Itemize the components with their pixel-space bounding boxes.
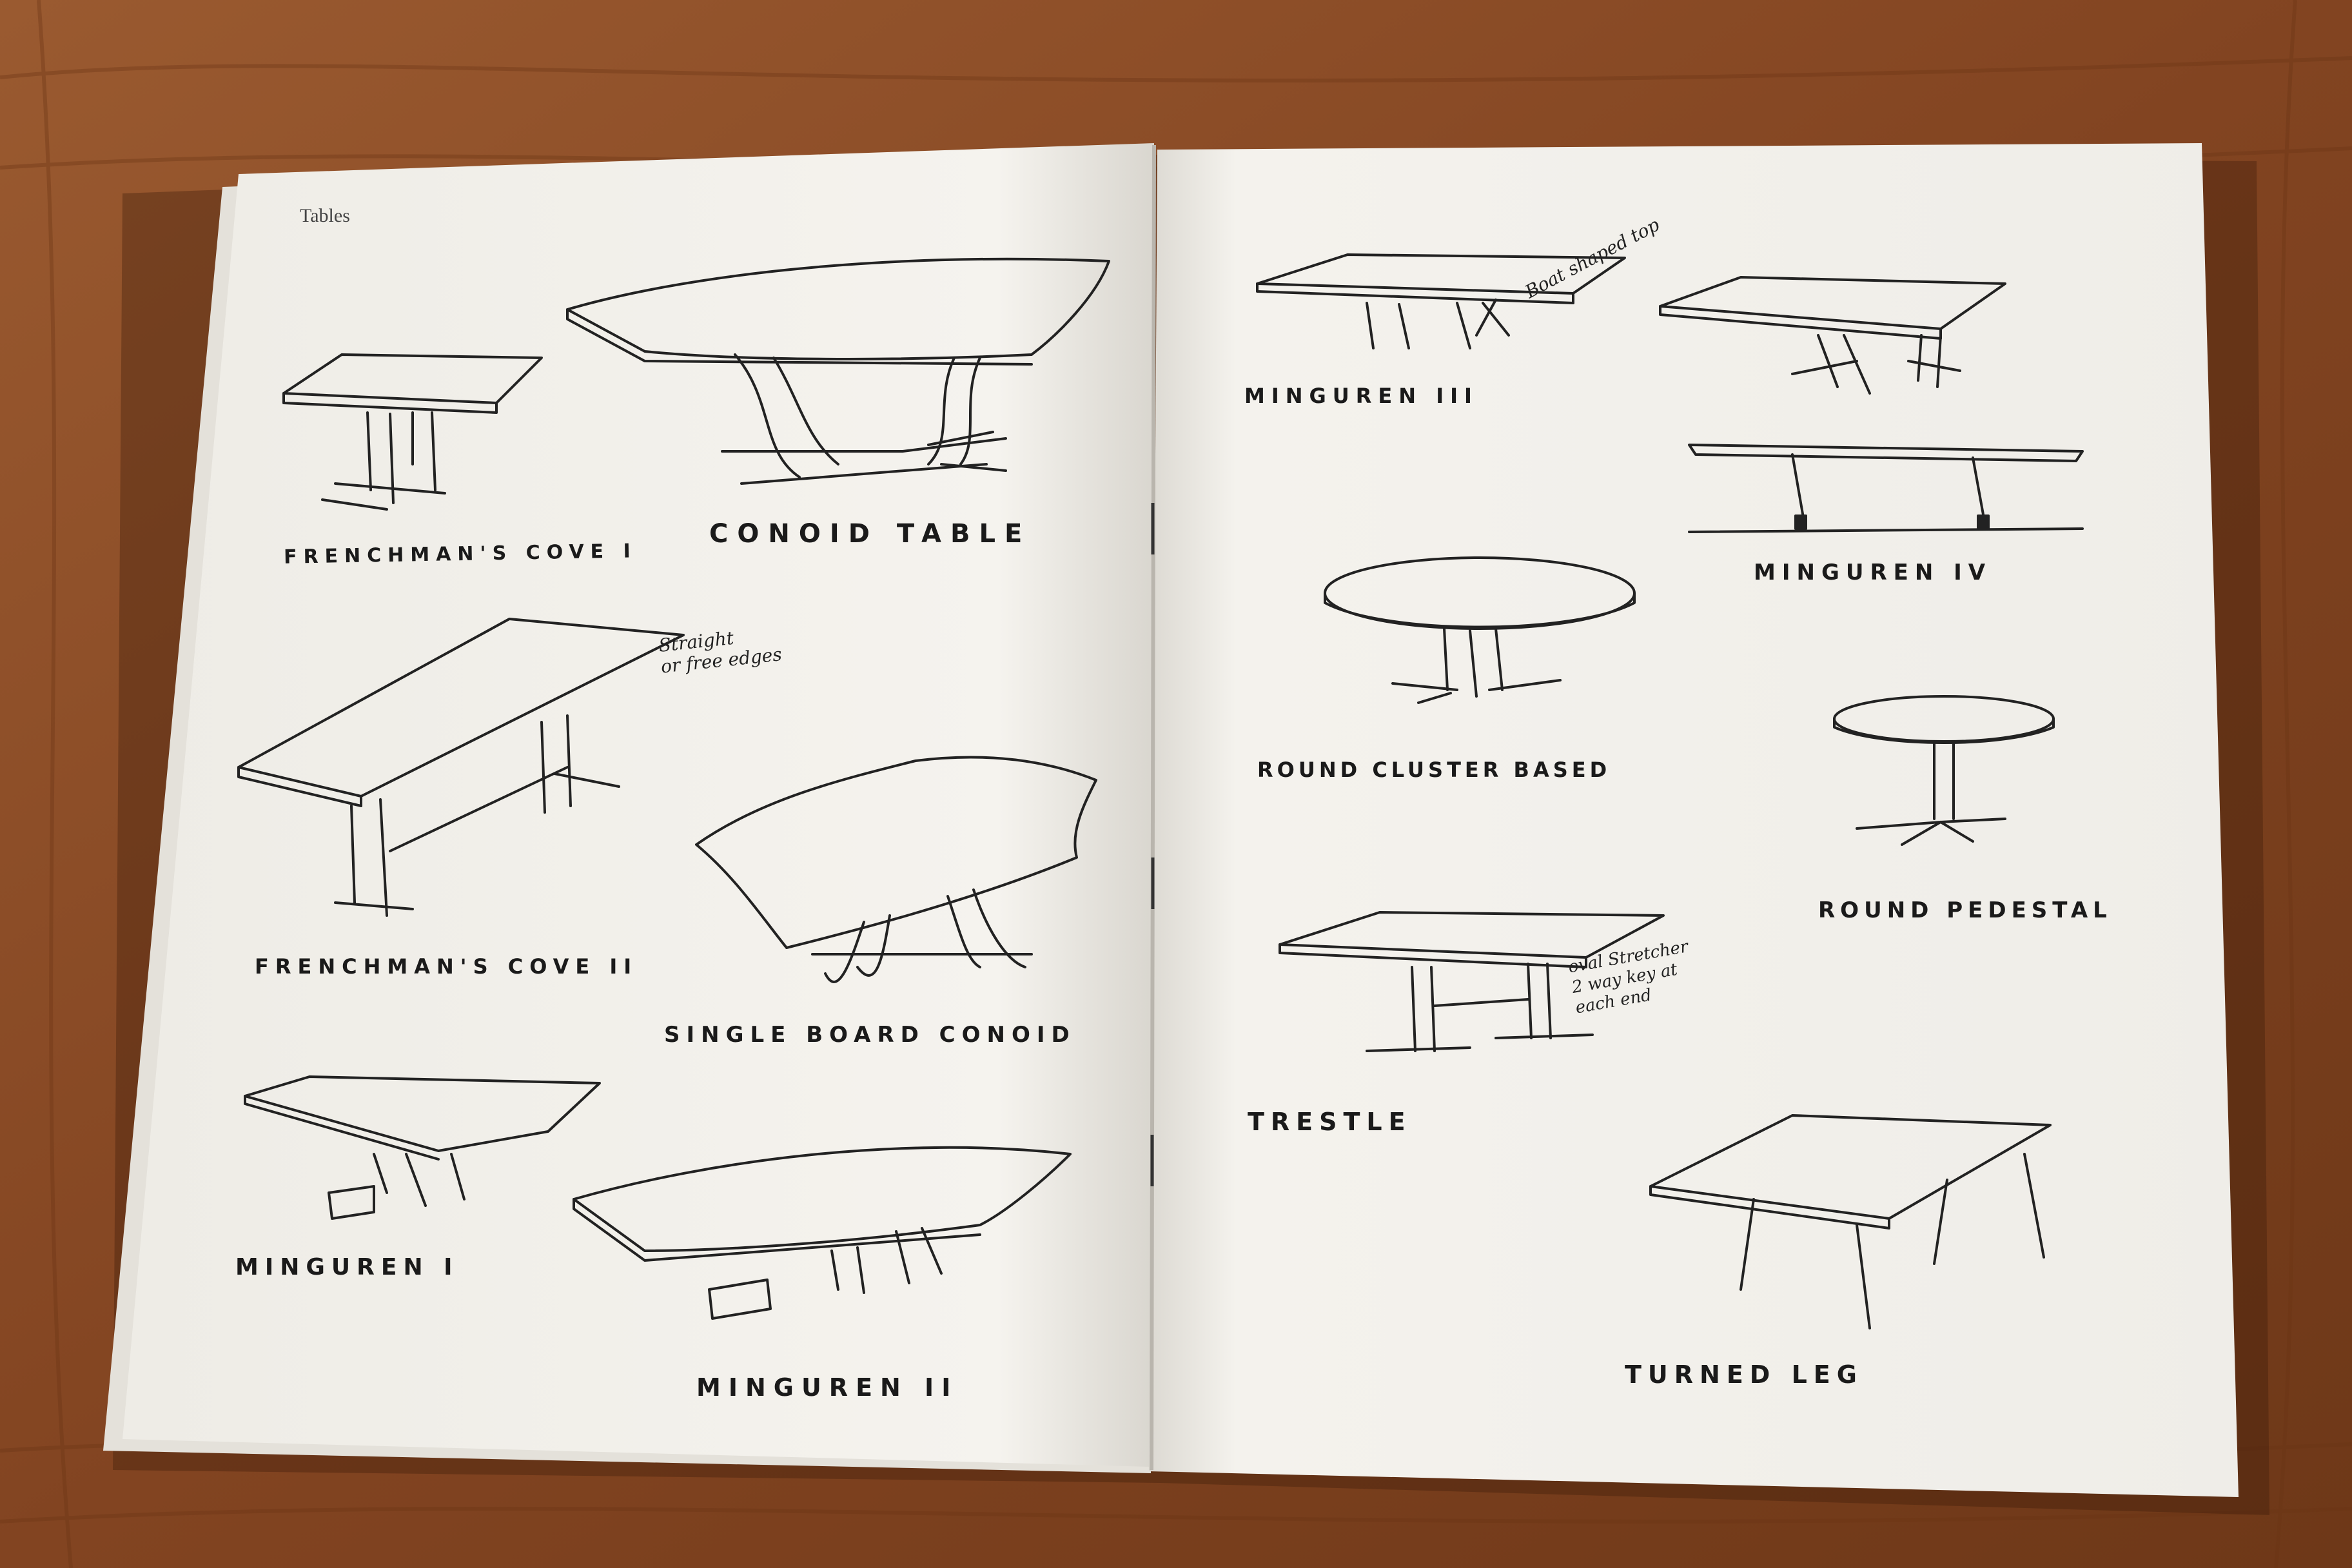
sketch-round-cluster-based	[1324, 556, 1636, 704]
label-round-cluster-based: ROUND CLUSTER BASED	[1257, 758, 1611, 782]
sketch-minguren-2	[573, 1146, 1072, 1320]
label-minguren-1: MINGUREN I	[235, 1254, 459, 1280]
book-spine	[1150, 144, 1156, 1471]
label-turned-leg: TURNED LEG	[1625, 1360, 1863, 1389]
sketch-minguren-3	[1256, 253, 1626, 349]
page-header: Tables	[300, 205, 350, 226]
sketch-conoid-table	[566, 257, 1110, 485]
label-single-board-conoid: SINGLE BOARD CONOID	[664, 1022, 1076, 1048]
sketch-trestle	[1279, 911, 1665, 1052]
left-page	[122, 143, 1154, 1467]
label-minguren-3: MINGUREN III	[1244, 384, 1478, 408]
label-frenchmans-cove-2: FRENCHMAN'S COVE II	[255, 954, 638, 979]
sketch-single-board-conoid	[695, 756, 1097, 983]
label-trestle: TRESTLE	[1248, 1108, 1412, 1136]
label-round-pedestal: ROUND PEDESTAL	[1818, 897, 2112, 923]
label-minguren-2: MINGUREN II	[696, 1373, 959, 1402]
binding-stitches	[1150, 503, 1155, 1186]
sketch-minguren-4-top	[1659, 276, 2006, 395]
label-conoid-table: CONOID TABLE	[709, 519, 1032, 549]
sketch-minguren-1	[244, 1075, 601, 1220]
sketch-round-pedestal	[1833, 695, 2055, 846]
sketch-turned-leg	[1649, 1114, 2052, 1329]
sketch-frenchmans-cove-2	[237, 618, 685, 917]
label-minguren-4: MINGUREN IV	[1754, 560, 1992, 585]
sketch-frenchmans-cove-1	[282, 353, 543, 511]
sketch-minguren-4-side	[1688, 444, 2084, 533]
right-page	[1149, 143, 2239, 1497]
